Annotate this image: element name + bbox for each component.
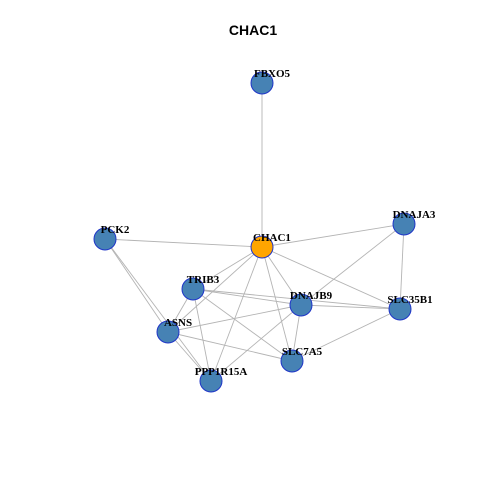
edge-pck2-asns [104, 238, 169, 333]
edge-trib3-ppp1r15a [192, 288, 212, 382]
edge-chac1-asns [167, 246, 263, 333]
diagram-title: CHAC1 [229, 22, 277, 38]
node-ppp1r15a[interactable] [199, 369, 223, 393]
edge-slc35b1-slc7a5 [291, 308, 401, 362]
node-label-pck2: PCK2 [101, 224, 130, 236]
node-label-asns: ASNS [164, 317, 192, 329]
node-layer [93, 71, 416, 393]
node-label-ppp1r15a: PPP1R15A [195, 366, 248, 378]
edge-dnaja3-dnajb9 [300, 223, 405, 306]
edge-layer [104, 83, 405, 382]
node-label-fbxo5: FBXO5 [254, 68, 291, 80]
edge-chac1-dnajb9 [261, 246, 302, 306]
node-dnajb9[interactable] [289, 293, 313, 317]
node-slc35b1[interactable] [388, 297, 412, 321]
edge-chac1-dnaja3 [261, 223, 405, 248]
node-trib3[interactable] [181, 277, 205, 301]
node-label-dnaja3: DNAJA3 [393, 209, 436, 221]
edge-chac1-slc7a5 [261, 246, 293, 362]
node-pck2[interactable] [93, 227, 117, 251]
edge-chac1-ppp1r15a [210, 246, 263, 382]
edge-trib3-slc7a5 [192, 288, 293, 362]
node-label-trib3: TRIB3 [187, 274, 220, 286]
node-chac1[interactable] [250, 235, 274, 259]
edge-pck2-ppp1r15a [104, 238, 212, 382]
node-slc7a5[interactable] [280, 349, 304, 373]
edge-pck2-chac1 [104, 238, 263, 248]
node-asns[interactable] [156, 320, 180, 344]
edge-chac1-slc35b1 [261, 246, 401, 310]
edge-trib3-dnajb9 [192, 288, 302, 306]
edge-asns-slc7a5 [167, 331, 293, 362]
edge-dnaja3-slc35b1 [399, 223, 405, 310]
node-label-slc7a5: SLC7A5 [282, 346, 323, 358]
edge-chac1-trib3 [192, 246, 263, 290]
node-fbxo5[interactable] [250, 71, 274, 95]
edge-dnajb9-slc35b1 [300, 304, 401, 310]
node-label-chac1: CHAC1 [253, 232, 291, 244]
node-label-dnajb9: DNAJB9 [290, 290, 333, 302]
node-label-slc35b1: SLC35B1 [387, 294, 432, 306]
edge-dnajb9-ppp1r15a [210, 304, 302, 382]
edge-dnajb9-asns [167, 304, 302, 333]
node-dnaja3[interactable] [392, 212, 416, 236]
